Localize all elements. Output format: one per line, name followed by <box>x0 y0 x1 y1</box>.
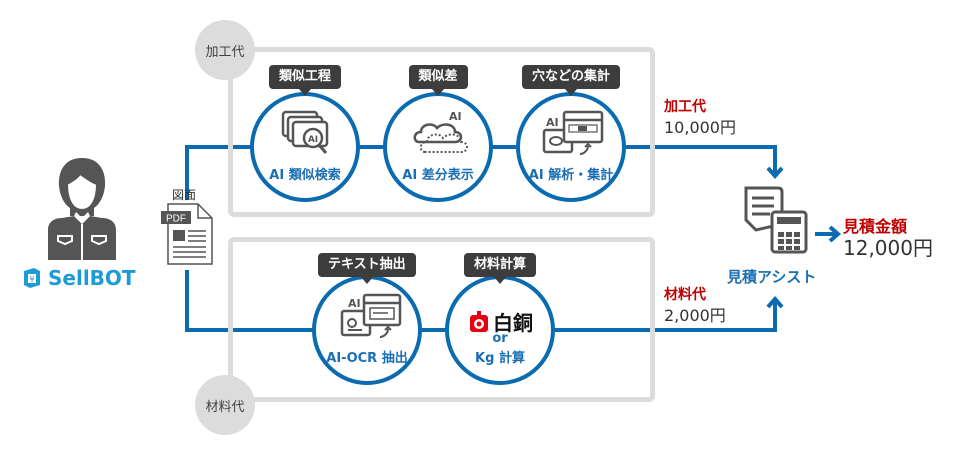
node-label: AI 類似検索 <box>269 168 341 183</box>
node-analysis[interactable]: AI AI 解析・集計 <box>516 92 626 202</box>
material-group-label: 材料代 <box>205 399 245 415</box>
total-price-label: 見積金額 <box>843 217 908 236</box>
arrow-head-down <box>766 166 784 180</box>
material-price-value: 2,000円 <box>664 306 726 325</box>
brand-name: SellBOT <box>48 266 136 290</box>
pdf-file-type: PDF <box>166 214 186 225</box>
tag-similar-process: 類似工程 <box>269 65 342 96</box>
processing-group-label: 加工代 <box>205 44 245 60</box>
node-label: AI 解析・集計 <box>528 168 614 183</box>
node-ai-ocr[interactable]: AI AI-OCR 抽出 <box>312 275 422 385</box>
total-price-value: 12,000円 <box>843 236 933 260</box>
arrow-head-right <box>828 225 842 243</box>
user-avatar <box>40 152 124 260</box>
arrow-head-up <box>766 295 784 309</box>
svg-text:AI: AI <box>449 110 462 123</box>
node-label: AI 差分表示 <box>402 168 474 183</box>
similar-search-icon: AI <box>281 110 329 154</box>
node-label: Kg 計算 <box>475 351 525 366</box>
hakudo-logo: 白銅 <box>469 307 533 336</box>
processing-group-box <box>228 47 655 217</box>
processing-group-badge: 加工代 <box>195 20 255 80</box>
analysis-icon: AI <box>542 110 604 155</box>
node-diff-display[interactable]: AI AI 差分表示 <box>383 92 493 202</box>
node-material-calc[interactable]: 白銅 or Kg 計算 <box>445 275 555 385</box>
brand-logo: ¥ SellBOT <box>22 266 136 290</box>
worker-icon <box>48 158 116 260</box>
estimate-assist-label: 見積アシスト <box>727 268 817 286</box>
drawing-label: 図面 <box>172 188 197 202</box>
sellbot-logo-icon: ¥ <box>24 268 40 288</box>
tag-similar-difference: 類似差 <box>408 65 468 96</box>
material-group-box <box>228 237 655 402</box>
hakudo-logo-icon <box>470 310 488 332</box>
node-similar-search[interactable]: AI AI 類似検索 <box>250 92 360 202</box>
hakudo-brand-text: 白銅 <box>493 311 533 335</box>
processing-price-value: 10,000円 <box>664 118 736 137</box>
ocr-icon: AI <box>340 293 402 338</box>
svg-text:AI: AI <box>348 297 361 310</box>
tag-text-extraction: テキスト抽出 <box>318 253 416 284</box>
svg-text:AI: AI <box>546 116 559 129</box>
svg-text:AI: AI <box>308 135 318 145</box>
tag-material-calculation: 材料計算 <box>464 253 537 284</box>
or-text: or <box>492 331 508 346</box>
estimate-assist-icon <box>742 184 808 258</box>
diff-display-icon: AI <box>413 110 468 153</box>
tag-hole-aggregation: 穴などの集計 <box>522 65 621 96</box>
material-price-label: 材料代 <box>664 287 706 303</box>
material-group-badge: 材料代 <box>195 375 255 435</box>
node-label: AI-OCR 抽出 <box>326 351 408 366</box>
estimate-calculator-icon <box>744 186 808 254</box>
processing-price-label: 加工代 <box>664 99 706 115</box>
pdf-document-icon: PDF <box>160 203 216 265</box>
svg-text:¥: ¥ <box>29 275 34 284</box>
